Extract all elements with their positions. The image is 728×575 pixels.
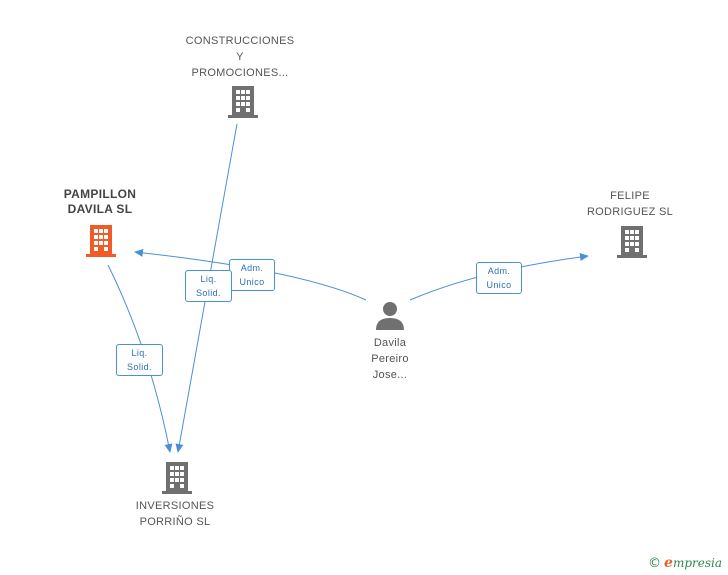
- building-icon[interactable]: [617, 226, 647, 258]
- empresia-logo: ©empresia: [648, 555, 722, 571]
- node-label-pampillon[interactable]: PAMPILLON DAVILA SL: [63, 187, 137, 216]
- building-icon[interactable]: [162, 462, 192, 494]
- node-label-inversiones[interactable]: INVERSIONES PORRIÑO SL: [135, 500, 215, 528]
- edge-label-liq-solid: Liq. Solid.: [185, 270, 232, 302]
- node-label-felipe[interactable]: FELIPE RODRIGUEZ SL: [586, 190, 674, 218]
- edge-label-liq-solid: Liq. Solid.: [116, 344, 163, 376]
- building-icon-highlighted[interactable]: [86, 225, 116, 257]
- person-icon[interactable]: [376, 302, 404, 330]
- node-label-construcciones[interactable]: CONSTRUCCIONES Y PROMOCIONES...: [185, 35, 295, 79]
- building-icon[interactable]: [228, 84, 258, 118]
- node-label-davila[interactable]: Davila Pereiro Jose...: [371, 337, 409, 381]
- edge-label-adm-unico: Adm. Unico: [229, 259, 275, 291]
- copyright-icon: ©: [648, 556, 662, 571]
- edge-label-adm-unico: Adm. Unico: [476, 262, 522, 294]
- brand-name: mpresia: [672, 556, 722, 570]
- edge-davila-pampillon: [134, 248, 367, 301]
- brand-initial: e: [664, 555, 673, 571]
